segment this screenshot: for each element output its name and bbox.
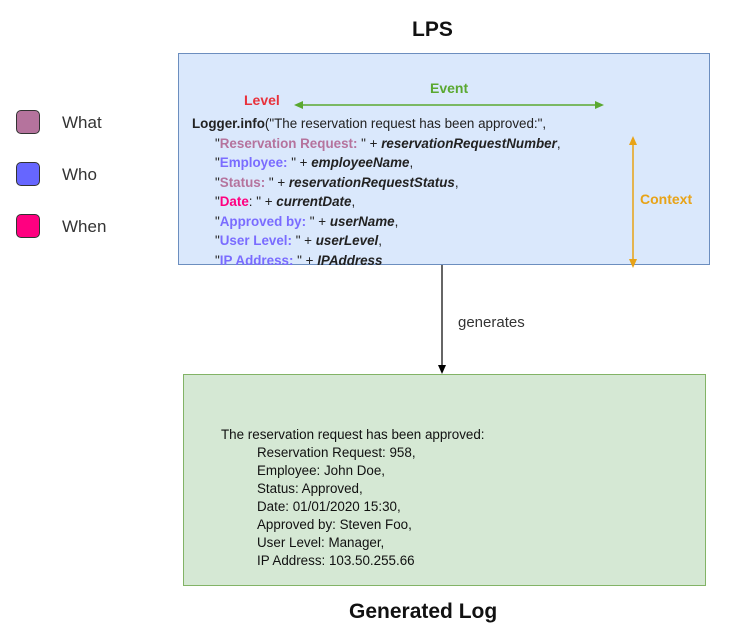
code-variable: reservationRequestNumber	[381, 135, 557, 151]
code-key: User Level:	[219, 233, 292, 248]
code-concat: : " +	[248, 194, 277, 209]
log-line: User Level: Manager,	[257, 535, 385, 550]
code-concat: " +	[287, 155, 312, 170]
log-text: The reservation request has been approve…	[221, 426, 485, 570]
code-quote: "	[215, 213, 220, 229]
code-variable: userLevel	[315, 233, 379, 248]
code-quote: "	[215, 233, 220, 248]
event-label: Event	[430, 80, 469, 96]
log-header: The reservation request has been approve…	[221, 427, 485, 442]
legend-label-who: Who	[62, 165, 97, 184]
code-line: "Date: " + currentDate,	[215, 192, 561, 212]
code-line: "IP Address: " + IPAddress	[215, 251, 561, 271]
log-line: Reservation Request: 958,	[257, 445, 416, 460]
log-line: Approved by: Steven Foo,	[257, 517, 412, 532]
code-concat: " +	[291, 233, 316, 248]
legend-label-what: What	[62, 113, 102, 132]
event-arrow	[294, 101, 604, 109]
code-end: ,	[351, 194, 356, 209]
code-line: "Approved by: " + userName,	[215, 212, 561, 232]
log-line: Status: Approved,	[257, 481, 363, 496]
code-first-line: Logger.info("The reservation request has…	[192, 114, 561, 134]
code-end: ,	[378, 233, 382, 248]
legend-label-when: When	[62, 217, 107, 236]
lps-title: LPS	[412, 18, 453, 41]
code-variable: reservationRequestStatus	[288, 174, 455, 190]
level-label: Level	[244, 92, 280, 108]
code-line: "Status: " + reservationRequestStatus,	[215, 173, 561, 193]
code-open: ("The reservation request has been appro…	[264, 116, 547, 131]
generated-log-box	[183, 374, 706, 586]
code-end: ,	[409, 155, 414, 170]
code-quote: "	[215, 174, 220, 190]
context-label: Context	[640, 191, 693, 207]
legend-swatch-when	[16, 214, 40, 238]
code-key: Approved by:	[219, 213, 307, 229]
code-variable: employeeName	[311, 155, 410, 170]
code-end: ,	[556, 135, 561, 151]
code-line: "Employee: " + employeeName,	[215, 153, 561, 173]
legend-swatch-what	[16, 110, 40, 134]
log-line: IP Address: 103.50.255.66	[257, 553, 415, 568]
lps-box	[178, 53, 710, 265]
generates-arrow	[438, 265, 446, 374]
code-variable: userName	[329, 213, 395, 229]
code-line: "Reservation Request: " + reservationReq…	[215, 134, 561, 154]
code-variable: currentDate	[276, 194, 352, 209]
code-key: Employee:	[219, 155, 288, 170]
code-quote: "	[215, 194, 220, 209]
code-lines: "Reservation Request: " + reservationReq…	[192, 134, 561, 271]
log-line: Employee: John Doe,	[257, 463, 386, 478]
code-variable: IPAddress	[317, 252, 383, 268]
log-lines: Reservation Request: 958, Employee: John …	[221, 444, 485, 570]
code-key: IP Address:	[219, 252, 294, 268]
code-concat: " +	[265, 174, 289, 190]
code-quote: "	[215, 252, 220, 268]
code-concat: " +	[357, 135, 382, 151]
logger-call: Logger.info	[192, 116, 265, 131]
code-quote: "	[215, 135, 220, 151]
log-line: Date: 01/01/2020 15:30,	[257, 499, 401, 514]
legend-swatch-who	[16, 162, 40, 186]
code-end: ,	[454, 174, 459, 190]
context-arrow	[629, 136, 637, 268]
code-line: "User Level: " + userLevel,	[215, 231, 561, 251]
code-key: Date	[219, 194, 249, 209]
code-concat: " +	[306, 213, 330, 229]
code-concat: " +	[293, 252, 318, 268]
code-end: ,	[394, 213, 399, 229]
code-key: Status:	[219, 174, 266, 190]
generated-log-title: Generated Log	[349, 600, 498, 623]
generates-label: generates	[458, 314, 525, 331]
code-quote: "	[215, 155, 220, 170]
code-block: Logger.info("The reservation request has…	[192, 114, 561, 270]
code-key: Reservation Request:	[219, 135, 358, 151]
